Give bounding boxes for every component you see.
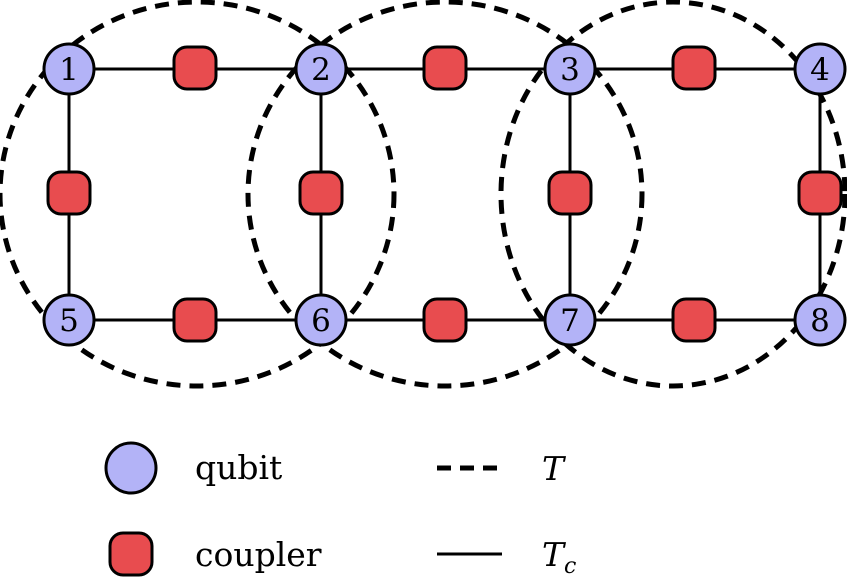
coupler-2-3: [422, 45, 468, 91]
coupler-6-7: [422, 297, 468, 343]
qubit-label: 7: [560, 303, 580, 339]
qubit-label: 1: [59, 52, 79, 88]
legend-coupler-label: coupler: [195, 535, 322, 574]
qubit-label: 4: [810, 52, 830, 88]
qubit-label: 3: [560, 52, 580, 88]
coupler-1-2: [172, 45, 218, 91]
qubit-label: 2: [311, 52, 331, 88]
legend-coupler: coupler: [108, 531, 322, 577]
qubit-4: 4: [793, 42, 847, 96]
legend-qubit-swatch: [104, 441, 158, 495]
legend-solid-label-sub: c: [564, 554, 576, 579]
qubit-2: 2: [294, 42, 348, 96]
legend-qubit: qubit: [104, 441, 282, 495]
qubit-label: 6: [311, 303, 331, 339]
legend-solid-label: Tc: [542, 535, 576, 579]
dashed-loop-2: [245, 0, 645, 389]
coupler-1-5: [46, 170, 92, 216]
legend-dashed-label: T: [542, 449, 567, 488]
legend-qubit-label: qubit: [195, 448, 282, 487]
legend-coupler-swatch: [108, 531, 154, 577]
qubit-5: 5: [42, 293, 96, 347]
legend-dashed: T: [437, 449, 567, 488]
coupler-3-7: [547, 170, 593, 216]
coupler-2-6: [298, 170, 344, 216]
coupler-7-8: [671, 297, 717, 343]
legend: qubit coupler T Tc: [104, 441, 576, 579]
dashed-loop-3: [498, 0, 847, 389]
qubit-8: 8: [793, 293, 847, 347]
qubit-3: 3: [543, 42, 597, 96]
dashed-loop-1: [0, 0, 397, 389]
qubit-label: 8: [810, 303, 830, 339]
legend-solid-label-main: T: [542, 535, 567, 574]
qubit-1: 1: [42, 42, 96, 96]
legend-solid: Tc: [437, 535, 576, 579]
coupler-5-6: [172, 297, 218, 343]
qubit-label: 5: [59, 303, 79, 339]
qubit-7: 7: [543, 293, 597, 347]
coupler-4-8: [797, 170, 843, 216]
coupler-3-4: [671, 45, 717, 91]
qubit-6: 6: [294, 293, 348, 347]
